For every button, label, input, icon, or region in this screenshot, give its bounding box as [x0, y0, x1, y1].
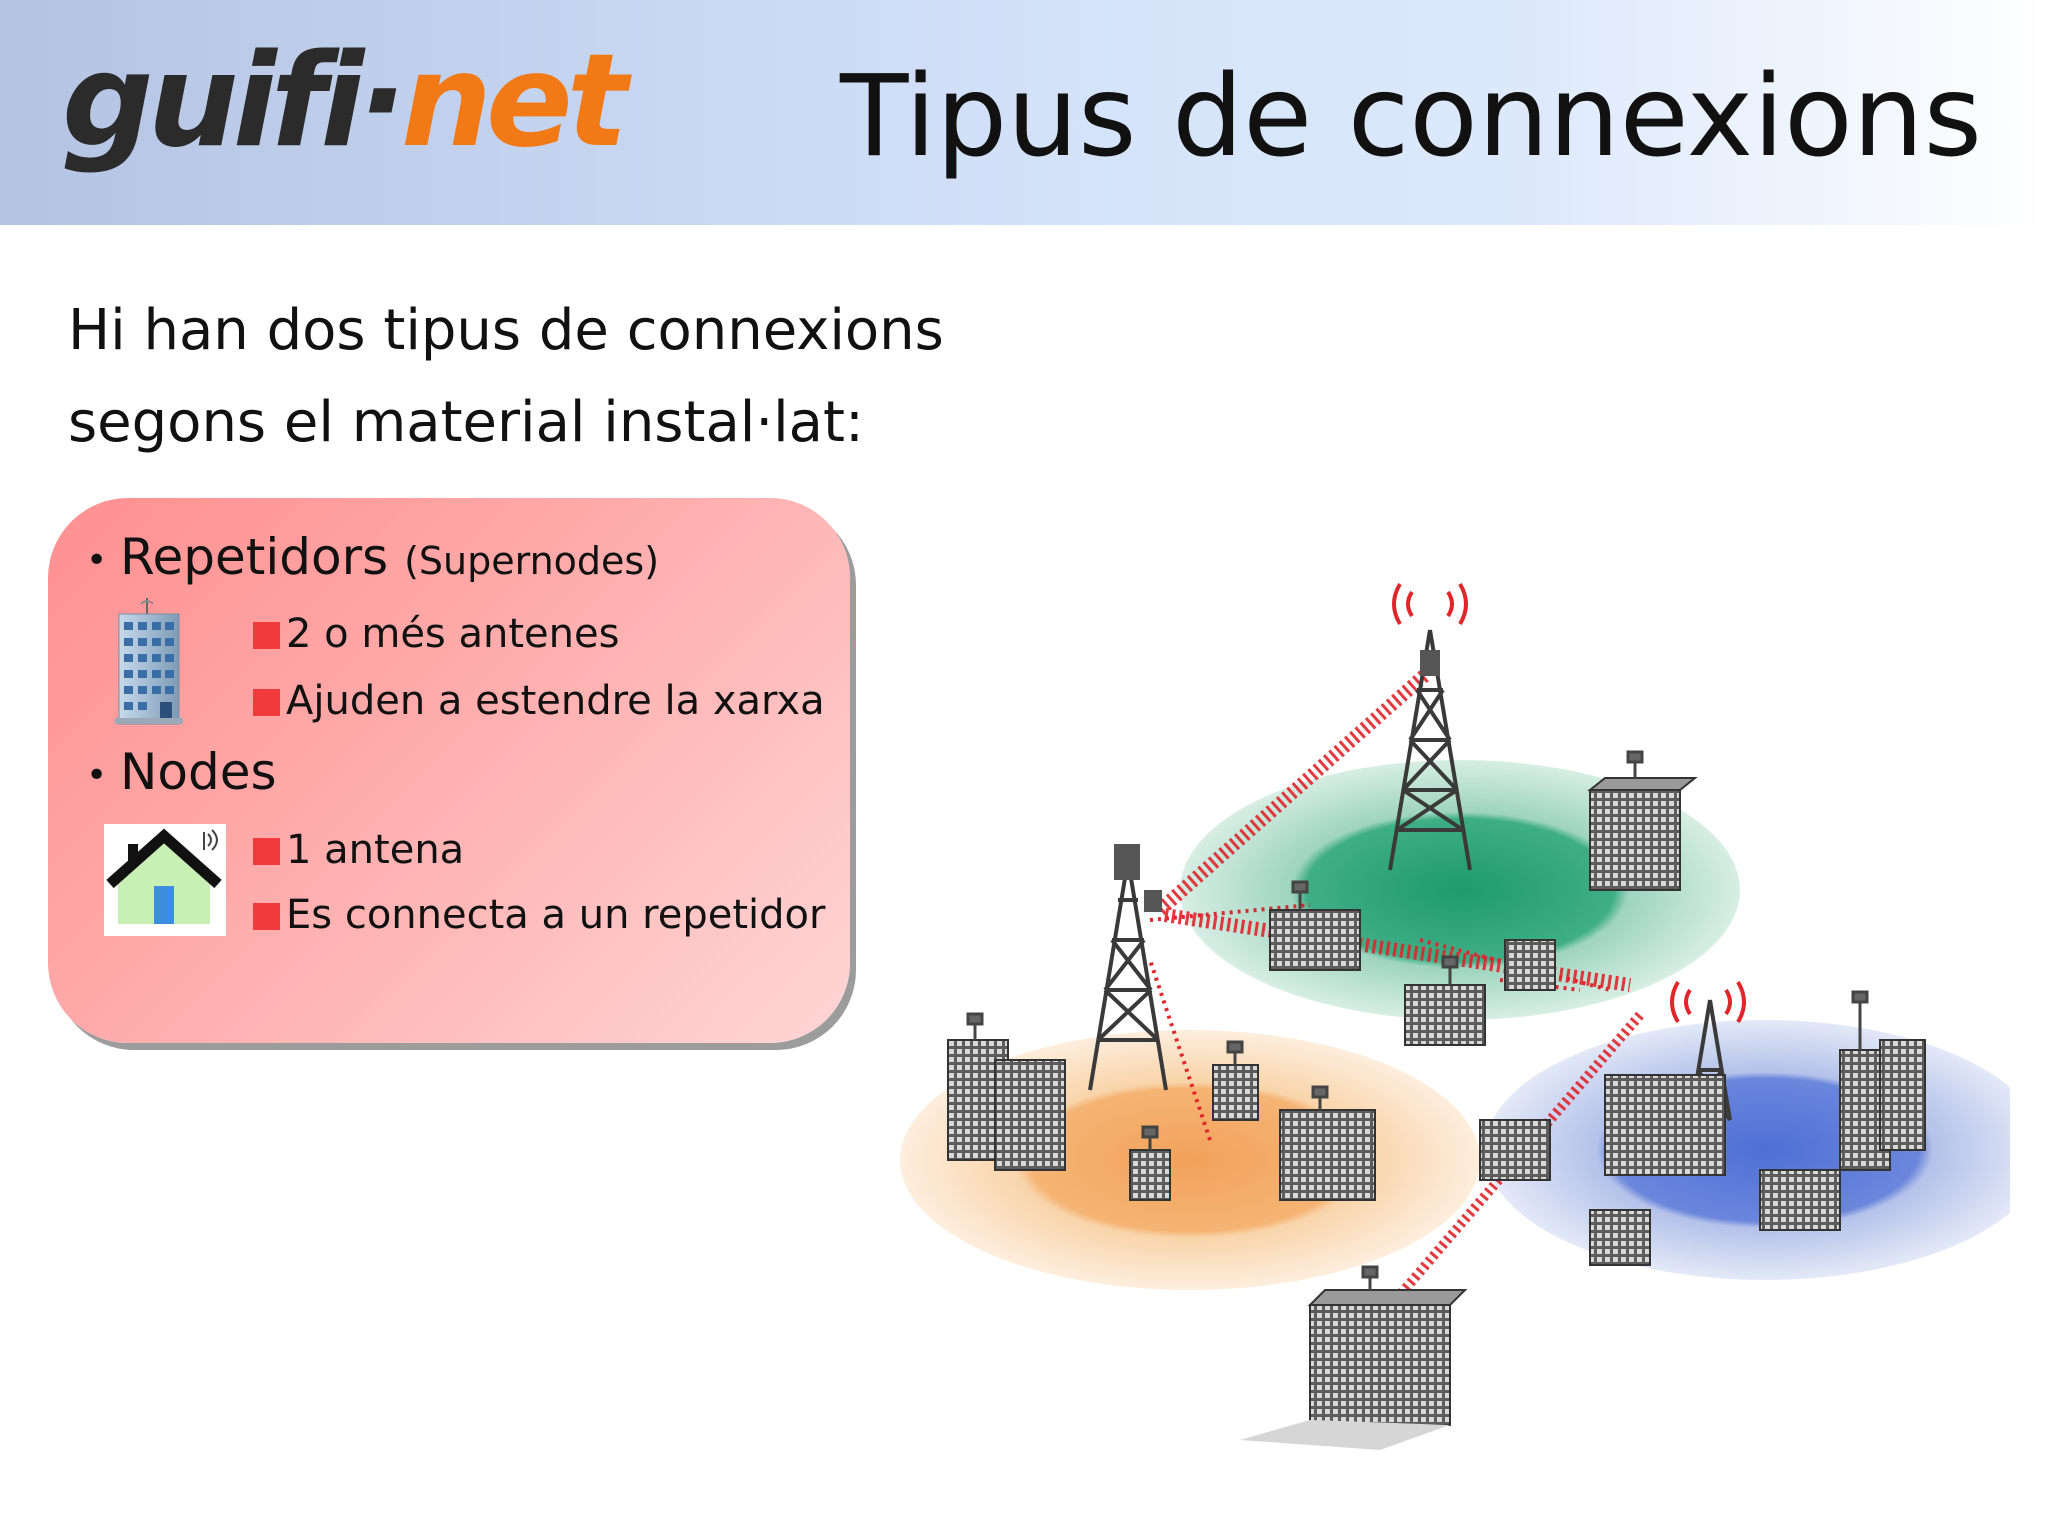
bullet-square-icon — [253, 838, 280, 865]
nodes-item-2: Es connecta a un repetidor — [253, 892, 825, 938]
nodes-item-1: 1 antena — [253, 827, 464, 873]
slide-header: guifi·net Tipus de connexions — [0, 0, 2048, 225]
repetidors-item-1: 2 o més antenes — [253, 611, 619, 657]
logo-text-guifi: guifi — [62, 27, 364, 176]
guifi-net-logo: guifi·net — [62, 12, 628, 192]
bullet-square-icon — [253, 903, 280, 930]
intro-line-1: Hi han dos tipus de connexions — [68, 298, 944, 363]
bullet-repetidors-title: Repetidors — [120, 528, 389, 586]
bullet-dot: • — [86, 540, 108, 581]
bullet-repetidors: • Repetidors (Supernodes) — [86, 528, 659, 586]
bullet-nodes: • Nodes — [86, 743, 277, 801]
nodes-item-2-text: Es connecta a un repetidor — [286, 892, 826, 938]
house-icon — [104, 824, 226, 936]
repetidors-item-2: Ajuden a estendre la xarxa — [253, 678, 825, 724]
bullet-square-icon — [253, 689, 280, 716]
repetidors-item-1-text: 2 o més antenes — [286, 611, 620, 657]
nodes-item-1-text: 1 antena — [286, 827, 465, 873]
intro-text: Hi han dos tipus de connexions segons el… — [68, 285, 944, 469]
logo-text-net: net — [400, 27, 628, 176]
wireless-network-diagram-icon — [900, 582, 2010, 1450]
connection-types-box: • Repetidors (Supernodes) 2 o més antenes… — [48, 498, 850, 1043]
bullet-square-icon — [253, 622, 280, 649]
bullet-nodes-title: Nodes — [120, 743, 277, 801]
slide-title: Tipus de connexions — [840, 52, 1982, 182]
logo-text-dot: · — [358, 27, 407, 176]
bullet-dot: • — [86, 755, 108, 796]
repetidors-item-2-text: Ajuden a estendre la xarxa — [286, 678, 825, 724]
bullet-repetidors-note: (Supernodes) — [404, 539, 660, 583]
building-icon — [115, 598, 183, 725]
intro-line-2: segons el material instal·lat: — [68, 390, 864, 455]
